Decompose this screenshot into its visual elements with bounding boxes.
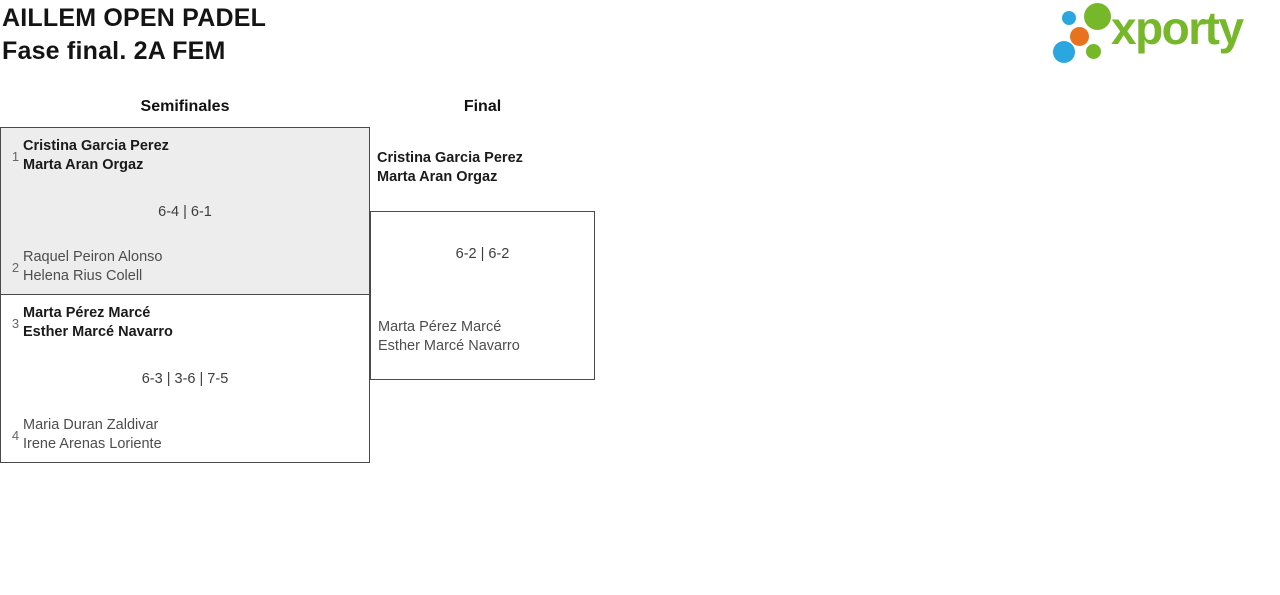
player-name: Esther Marcé Navarro (23, 324, 173, 340)
final-team-2: Marta Pérez Marcé Esther Marcé Navarro (378, 318, 520, 356)
logo-wordmark: xporty (1111, 2, 1244, 54)
logo-dot-green-large-icon (1084, 3, 1111, 30)
player-name: Marta Aran Orgaz (23, 157, 144, 173)
team-players: Raquel Peiron Alonso Helena Rius Colell (23, 248, 162, 286)
semifinal-1-team-2: 2 Raquel Peiron Alonso Helena Rius Colel… (8, 248, 163, 286)
logo-dot-green-small-icon (1086, 44, 1101, 59)
stage-name: Fase final. 2A FEM (2, 37, 226, 65)
player-name: Raquel Peiron Alonso (23, 249, 163, 265)
semifinal-2-team-2: 4 Maria Duran Zaldivar Irene Arenas Lori… (8, 416, 162, 454)
match-score: 6-4 | 6-1 (158, 204, 212, 220)
logo-dot-blue-small-icon (1062, 11, 1076, 25)
player-name: Cristina Garcia Perez (377, 150, 523, 166)
player-name: Marta Pérez Marcé (23, 305, 151, 321)
player-name: Helena Rius Colell (23, 268, 143, 284)
round-header-semifinals: Semifinales (140, 98, 230, 115)
match-semifinal-2: 3 Marta Pérez Marcé Esther Marcé Navarro… (0, 294, 370, 463)
match-score: 6-2 | 6-2 (455, 246, 510, 262)
page-title: AILLEM OPEN PADEL Fase final. 2A FEM (2, 2, 266, 68)
semifinal-2-team-1: 3 Marta Pérez Marcé Esther Marcé Navarro (8, 304, 173, 342)
seed-number: 2 (11, 259, 20, 275)
match-score: 6-3 | 3-6 | 7-5 (141, 371, 229, 387)
player-name: Marta Aran Orgaz (377, 169, 498, 185)
player-name: Cristina Garcia Perez (23, 138, 169, 154)
seed-number: 1 (11, 148, 20, 164)
tournament-name: AILLEM OPEN PADEL (2, 4, 267, 32)
match-semifinal-1: 1 Cristina Garcia Perez Marta Aran Orgaz… (0, 127, 370, 295)
player-name: Irene Arenas Loriente (23, 436, 162, 452)
player-name: Maria Duran Zaldivar (23, 417, 159, 433)
team-players: Maria Duran Zaldivar Irene Arenas Lorien… (23, 416, 162, 454)
logo-dots-icon (1048, 0, 1118, 70)
match-final: 6-2 | 6-2 Marta Pérez Marcé Esther Marcé… (370, 211, 595, 380)
xporty-logo: xporty (1048, 0, 1280, 75)
team-players: Marta Pérez Marcé Esther Marcé Navarro (23, 304, 173, 342)
player-name: Marta Pérez Marcé (378, 319, 502, 335)
round-header-final: Final (463, 98, 502, 115)
player-name: Esther Marcé Navarro (378, 338, 520, 354)
logo-dot-orange-icon (1070, 27, 1089, 46)
final-team-1: Cristina Garcia Perez Marta Aran Orgaz (377, 149, 523, 187)
logo-dot-blue-large-icon (1053, 41, 1075, 63)
seed-number: 3 (11, 315, 20, 331)
semifinal-1-team-1: 1 Cristina Garcia Perez Marta Aran Orgaz (8, 137, 169, 175)
team-players: Cristina Garcia Perez Marta Aran Orgaz (23, 137, 169, 175)
seed-number: 4 (11, 427, 20, 443)
